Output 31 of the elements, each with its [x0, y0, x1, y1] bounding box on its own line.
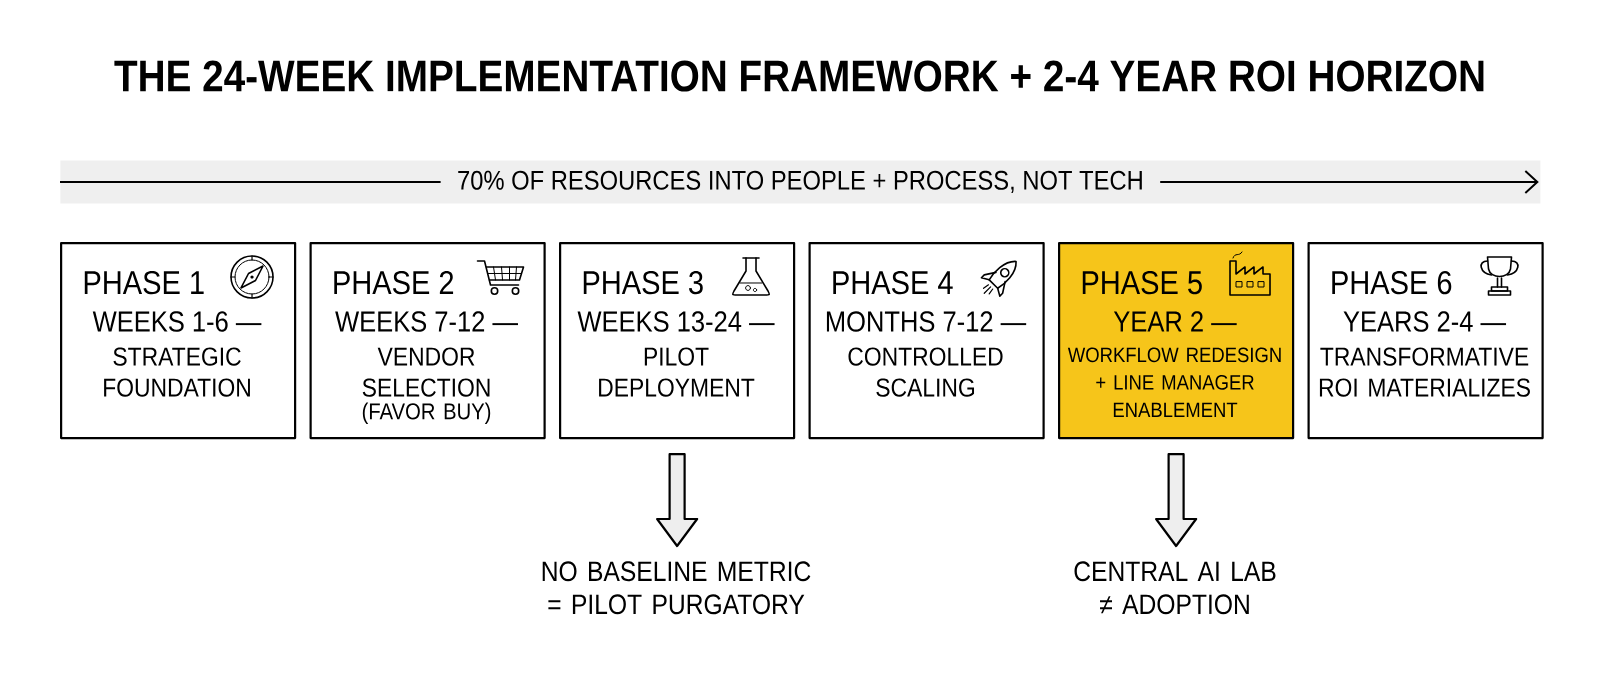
phase-box	[309, 242, 546, 440]
phase-heading: PHASE 1	[84, 270, 204, 295]
phase-box	[60, 242, 297, 440]
time-span: WEEKS 7-12 —	[335, 311, 518, 332]
note-text: (FAVOR BUY)	[362, 402, 491, 425]
time-span: MONTHS 7-12 —	[826, 311, 1027, 332]
time-span: YEARS 2-4 —	[1343, 311, 1507, 332]
phase-heading: PHASE 4	[833, 270, 953, 295]
time-span: WEEKS 1-6 —	[92, 311, 262, 332]
time-span: WEEKS 13-24 —	[577, 311, 775, 332]
phase-box	[1307, 242, 1544, 440]
phase-heading: PHASE 5	[1082, 270, 1202, 295]
phase-title: STRATEGIC FOUNDATION	[104, 347, 250, 397]
phase-box	[808, 242, 1045, 440]
phase-heading: PHASE 6	[1332, 270, 1452, 295]
phase-title: CONTROLLED SCALING	[848, 347, 1003, 397]
block-arrow	[1155, 453, 1198, 548]
phase-title: WORKFLOW REDESIGN + LINE MANAGER ENABLEMENT	[1067, 347, 1281, 418]
phase-box	[559, 242, 796, 440]
title: THE 24-WEEK IMPLEMENTATION FRAMEWORK + 2-4 YEAR ROI HORIZON	[114, 60, 1484, 92]
annotation-text: NO BASELINE METRIC = PILOT PURGATORY	[542, 561, 811, 615]
block-arrow	[656, 453, 699, 548]
annotation-text: CENTRAL AI LAB ≠ ADOPTION	[1074, 561, 1276, 615]
phase-title: TRANSFORMATIVE ROI MATERIALIZES	[1319, 347, 1530, 397]
phase-title: PILOT DEPLOYMENT	[599, 347, 755, 397]
phase-box	[1058, 242, 1295, 440]
phase-heading: PHASE 2	[334, 270, 454, 295]
banner: 70% OF RESOURCES INTO PEOPLE + PROCESS, NOT TECH	[60, 160, 1541, 204]
time-span: YEAR 2 —	[1113, 311, 1237, 332]
phase-heading: PHASE 3	[583, 270, 703, 295]
phase-title: VENDOR SELECTION	[362, 347, 490, 397]
